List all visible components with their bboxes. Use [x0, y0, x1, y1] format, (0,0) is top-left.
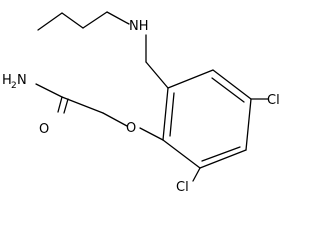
ring-bond-3	[245, 98, 252, 151]
ring-double-1	[211, 77, 245, 103]
bond-butyl-3	[82, 11, 108, 29]
bond-butyl-2	[61, 12, 84, 29]
bond-ch2-carbonyl	[61, 96, 104, 114]
bond-butyl-to-n	[106, 11, 130, 25]
molecule-svg: NH Cl Cl O O H 2 N	[2, 11, 280, 195]
bond-co-2	[63, 98, 69, 114]
structure-diagram: NH Cl Cl O O H 2 N	[2, 11, 280, 195]
amide-n-label: N	[17, 73, 27, 88]
amide-h-count: 2	[11, 81, 17, 91]
bond-o-ch2	[102, 112, 128, 127]
bond-ch2-ring	[145, 61, 169, 89]
bond-ring-cl-ortho	[192, 167, 201, 182]
ring-double-2	[201, 146, 241, 162]
ring-double-3	[169, 92, 175, 137]
ether-o-label: O	[126, 121, 136, 136]
ring-bond-6	[162, 87, 169, 141]
bond-c-n-amide	[35, 83, 63, 98]
amide-h-label: H	[2, 73, 12, 88]
cl-ortho-label: Cl	[176, 180, 189, 195]
bond-butyl-1	[37, 12, 63, 31]
bond-co-1	[57, 96, 63, 113]
ring-bond-5	[162, 139, 201, 169]
cl-para-label: Cl	[267, 93, 280, 108]
benzene-ring	[162, 69, 252, 169]
ring-bond-4	[199, 149, 247, 169]
bond-ring-o	[139, 127, 164, 141]
carbonyl-o-label: O	[39, 122, 49, 137]
butyl-chain	[37, 11, 130, 31]
ring-bond-1	[167, 69, 214, 89]
amine-nh-label: NH	[129, 19, 149, 34]
ring-bond-2	[212, 69, 252, 100]
